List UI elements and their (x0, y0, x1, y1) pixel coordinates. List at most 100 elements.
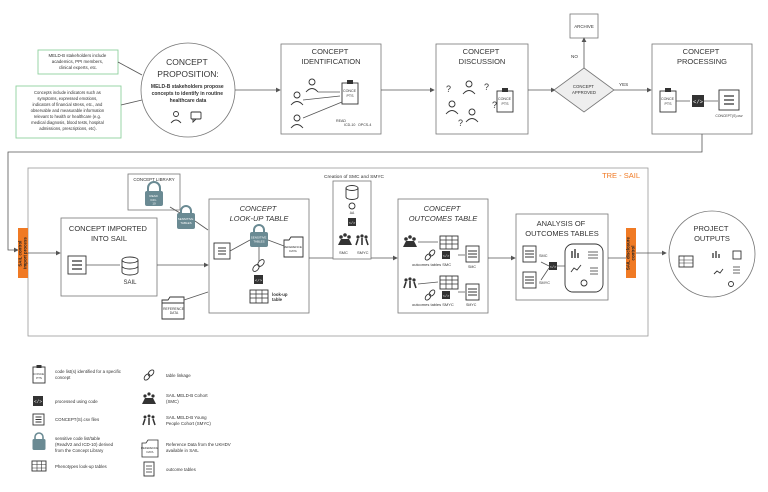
table-icon (31, 460, 47, 472)
svg-text:SMYC: SMYC (357, 250, 369, 255)
svg-text:SAIL MELD-B Young People: SAIL MELD-B Young People Cohort (SMYC) (166, 415, 211, 426)
table-icon (439, 275, 459, 290)
reference-folder-icon: REFERENCE DATA (141, 439, 159, 458)
svg-text:Concepts include indicators su: Concepts include indicators such as symp… (31, 90, 106, 131)
concept-library: CONCEPT LIBRARY READ ICD- 10 (127, 173, 181, 211)
svg-text:REFERENCE DATA: REFERENCE DATA (163, 307, 185, 315)
discussion-people-icon (445, 80, 479, 123)
svg-text:ANALYSIS OF OUTCOMES TAB: ANALYSIS OF OUTCOMES TABLES (525, 219, 599, 238)
database-icon (345, 185, 359, 200)
svg-text:processed using code: processed using code (55, 399, 98, 404)
list-icon (733, 266, 740, 274)
reference-data-folder-icon: REFERENCE DATA (161, 296, 185, 320)
svg-text:</>: </> (443, 254, 449, 259)
lock-icon: SENSITIVE TABLES (250, 224, 268, 247)
concepts-doc-icon: CONCE PTS (341, 80, 359, 105)
project-outputs: PROJECT OUTPUTS (668, 210, 756, 298)
svg-text:</>: </> (349, 221, 355, 226)
stakeholder-note-2: Concepts include indicators such as symp… (15, 85, 122, 139)
sail-disclosure-control: SAIL disclosure control (626, 228, 636, 278)
concepts-doc-icon: CONCE PTS (496, 88, 514, 113)
concept-discussion: CONCEPT DISCUSSION ???? CONCE PTS (435, 43, 529, 135)
code-icon: </> (254, 275, 263, 284)
tre-sail-label: TRE - SAIL (602, 171, 640, 180)
table-icon (678, 255, 694, 268)
legend: CONCE PTS code list(s) identified for a … (31, 365, 232, 477)
sail-control-import-process: SAIL control import process (18, 228, 28, 278)
outcome-table-icon (522, 245, 537, 263)
svg-text:CONCEPT OUTCOMES TABLE: CONCEPT OUTCOMES TABLE (409, 204, 479, 223)
bar-chart-icon (712, 251, 720, 258)
svg-text:CONCEPT LIBRARY: CONCEPT LIBRARY (133, 177, 174, 182)
people-icon (290, 78, 319, 129)
svg-text:YES: YES (619, 82, 628, 87)
aa-badge: AA (348, 202, 356, 215)
concept-identification: CONCEPT IDENTIFICATION CONCE PTS READ IC… (280, 43, 382, 135)
sensitive-tables-lock: SENSITIVE TABLES (177, 205, 195, 229)
pie-chart-icon (728, 281, 734, 287)
code-icon: </> (549, 262, 557, 270)
svg-text:outcomes tables SMYC: outcomes tables SMYC (412, 302, 454, 307)
svg-text:CONCEPT LOOK-UP TABLE: CONCEPT LOOK-UP TABLE (230, 204, 290, 223)
stakeholder-note-1: MELD-B stakeholders include academics, P… (37, 49, 119, 75)
line-chart-icon (570, 264, 582, 273)
line-chart-icon (713, 268, 724, 275)
young-cohort-icon (355, 234, 369, 246)
svg-text:CONCE PTS: CONCE PTS (661, 97, 675, 106)
concepts-doc-icon: CONCE PTS (659, 88, 677, 113)
concept-imported-into-sail: CONCEPT IMPORTED INTO SAIL SAIL (60, 217, 158, 297)
table-icon (249, 289, 269, 304)
svg-text:SMYC: SMYC (466, 303, 477, 307)
concept-proposition: CONCEPT PROPOSITION: MELD-B stakeholders… (140, 42, 236, 138)
code-icon: </> (442, 291, 450, 299)
lock-icon (32, 432, 46, 450)
svg-text:MELD-B stakeholders include: MELD-B stakeholders include academics, P… (48, 53, 107, 70)
question-marks: ???? (446, 82, 497, 128)
svg-text:</>: </> (550, 265, 556, 270)
svg-text:ARCHIVE: ARCHIVE (574, 24, 594, 29)
connector-note2 (120, 99, 143, 106)
csv-file-icon (718, 89, 740, 111)
speech-bubble-icon (190, 111, 202, 124)
pie-chart-icon (580, 279, 588, 287)
svg-text:READ ICD-10 OPCS-4: READ ICD-10 OPCS-4 (336, 119, 371, 127)
code-icon: </> (692, 95, 704, 107)
concept-lookup-table: CONCEPT LOOK-UP TABLE SENSITIVE TABLES R… (208, 198, 310, 314)
outcome-table-icon (143, 461, 155, 477)
results-charts-panel (564, 243, 604, 293)
young-cohort-icon (142, 414, 156, 426)
svg-text:SAIL: SAIL (123, 280, 137, 286)
svg-text:CONCE PTS: CONCE PTS (343, 89, 357, 98)
svg-text:SMC: SMC (468, 265, 476, 269)
svg-text:CONCEPT PROPOSITION:: CONCEPT PROPOSITION: (157, 57, 218, 79)
table-icon (439, 235, 459, 250)
connector-to-tre (7, 134, 703, 253)
archive-box: ARCHIVE (569, 13, 599, 39)
cohort-icon (142, 392, 156, 404)
svg-text:Reference Data from the UKHDV: Reference Data from the UKHDV available … (166, 442, 232, 453)
svg-text:code list(s) identified for a: code list(s) identified for a specific c… (55, 369, 122, 380)
svg-text:CONCEPT(S).csv: CONCEPT(S).csv (715, 114, 742, 118)
svg-text:MELD-B stakeholders propose: MELD-B stakeholders propose concepts to … (151, 84, 225, 104)
svg-text:SAIL MELD-B Cohort (SMC): SAIL MELD-B Cohort (SMC) (166, 393, 209, 404)
svg-text:REFERENCE DATA: REFERENCE DATA (283, 245, 302, 253)
svg-text:SMC: SMC (539, 254, 548, 258)
cohort-icon (338, 233, 352, 245)
grid-icon (732, 250, 742, 260)
code-icon: </> (442, 251, 450, 259)
outcome-table-icon (522, 271, 537, 289)
svg-text:CONCEPT IDENTIFICATION: CONCEPT IDENTIFICATION (301, 47, 360, 66)
svg-text:</>: </> (255, 279, 263, 284)
link-icon (424, 289, 436, 301)
concepts-doc-icon: CONCE PTS (32, 365, 46, 384)
svg-text:PROJECT OUTPUTS: PROJECT OUTPUTS (694, 224, 731, 243)
svg-text:NO: NO (571, 54, 578, 59)
svg-text:</>: </> (34, 400, 42, 405)
svg-text:SENSITIVE TABLES: SENSITIVE TABLES (178, 217, 195, 225)
svg-text:</>: </> (693, 99, 703, 106)
code-icon: </> (33, 396, 43, 406)
list-icon (590, 267, 598, 275)
svg-text:SAIL control import proc: SAIL control import process (18, 237, 28, 269)
svg-text:table linkage: table linkage (166, 373, 191, 378)
